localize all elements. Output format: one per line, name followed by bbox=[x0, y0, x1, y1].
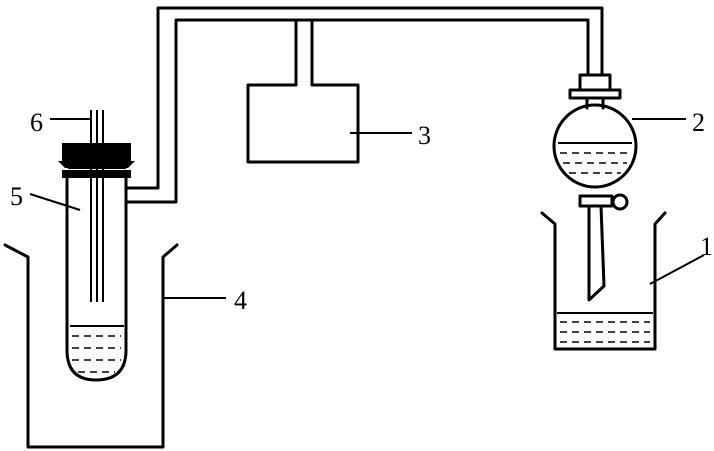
beaker-right bbox=[540, 211, 667, 351]
separatory-funnel bbox=[552, 73, 638, 302]
beaker-left bbox=[3, 243, 179, 449]
label-1: 1 bbox=[700, 232, 713, 261]
label-4: 4 bbox=[234, 286, 247, 315]
label-6: 6 bbox=[30, 108, 43, 137]
leader-1 bbox=[649, 254, 705, 285]
label-5: 5 bbox=[10, 182, 23, 211]
leader-5 bbox=[29, 193, 81, 211]
test-tube bbox=[58, 6, 604, 382]
box bbox=[246, 18, 360, 164]
label-2: 2 bbox=[692, 108, 705, 137]
label-3: 3 bbox=[418, 121, 431, 150]
